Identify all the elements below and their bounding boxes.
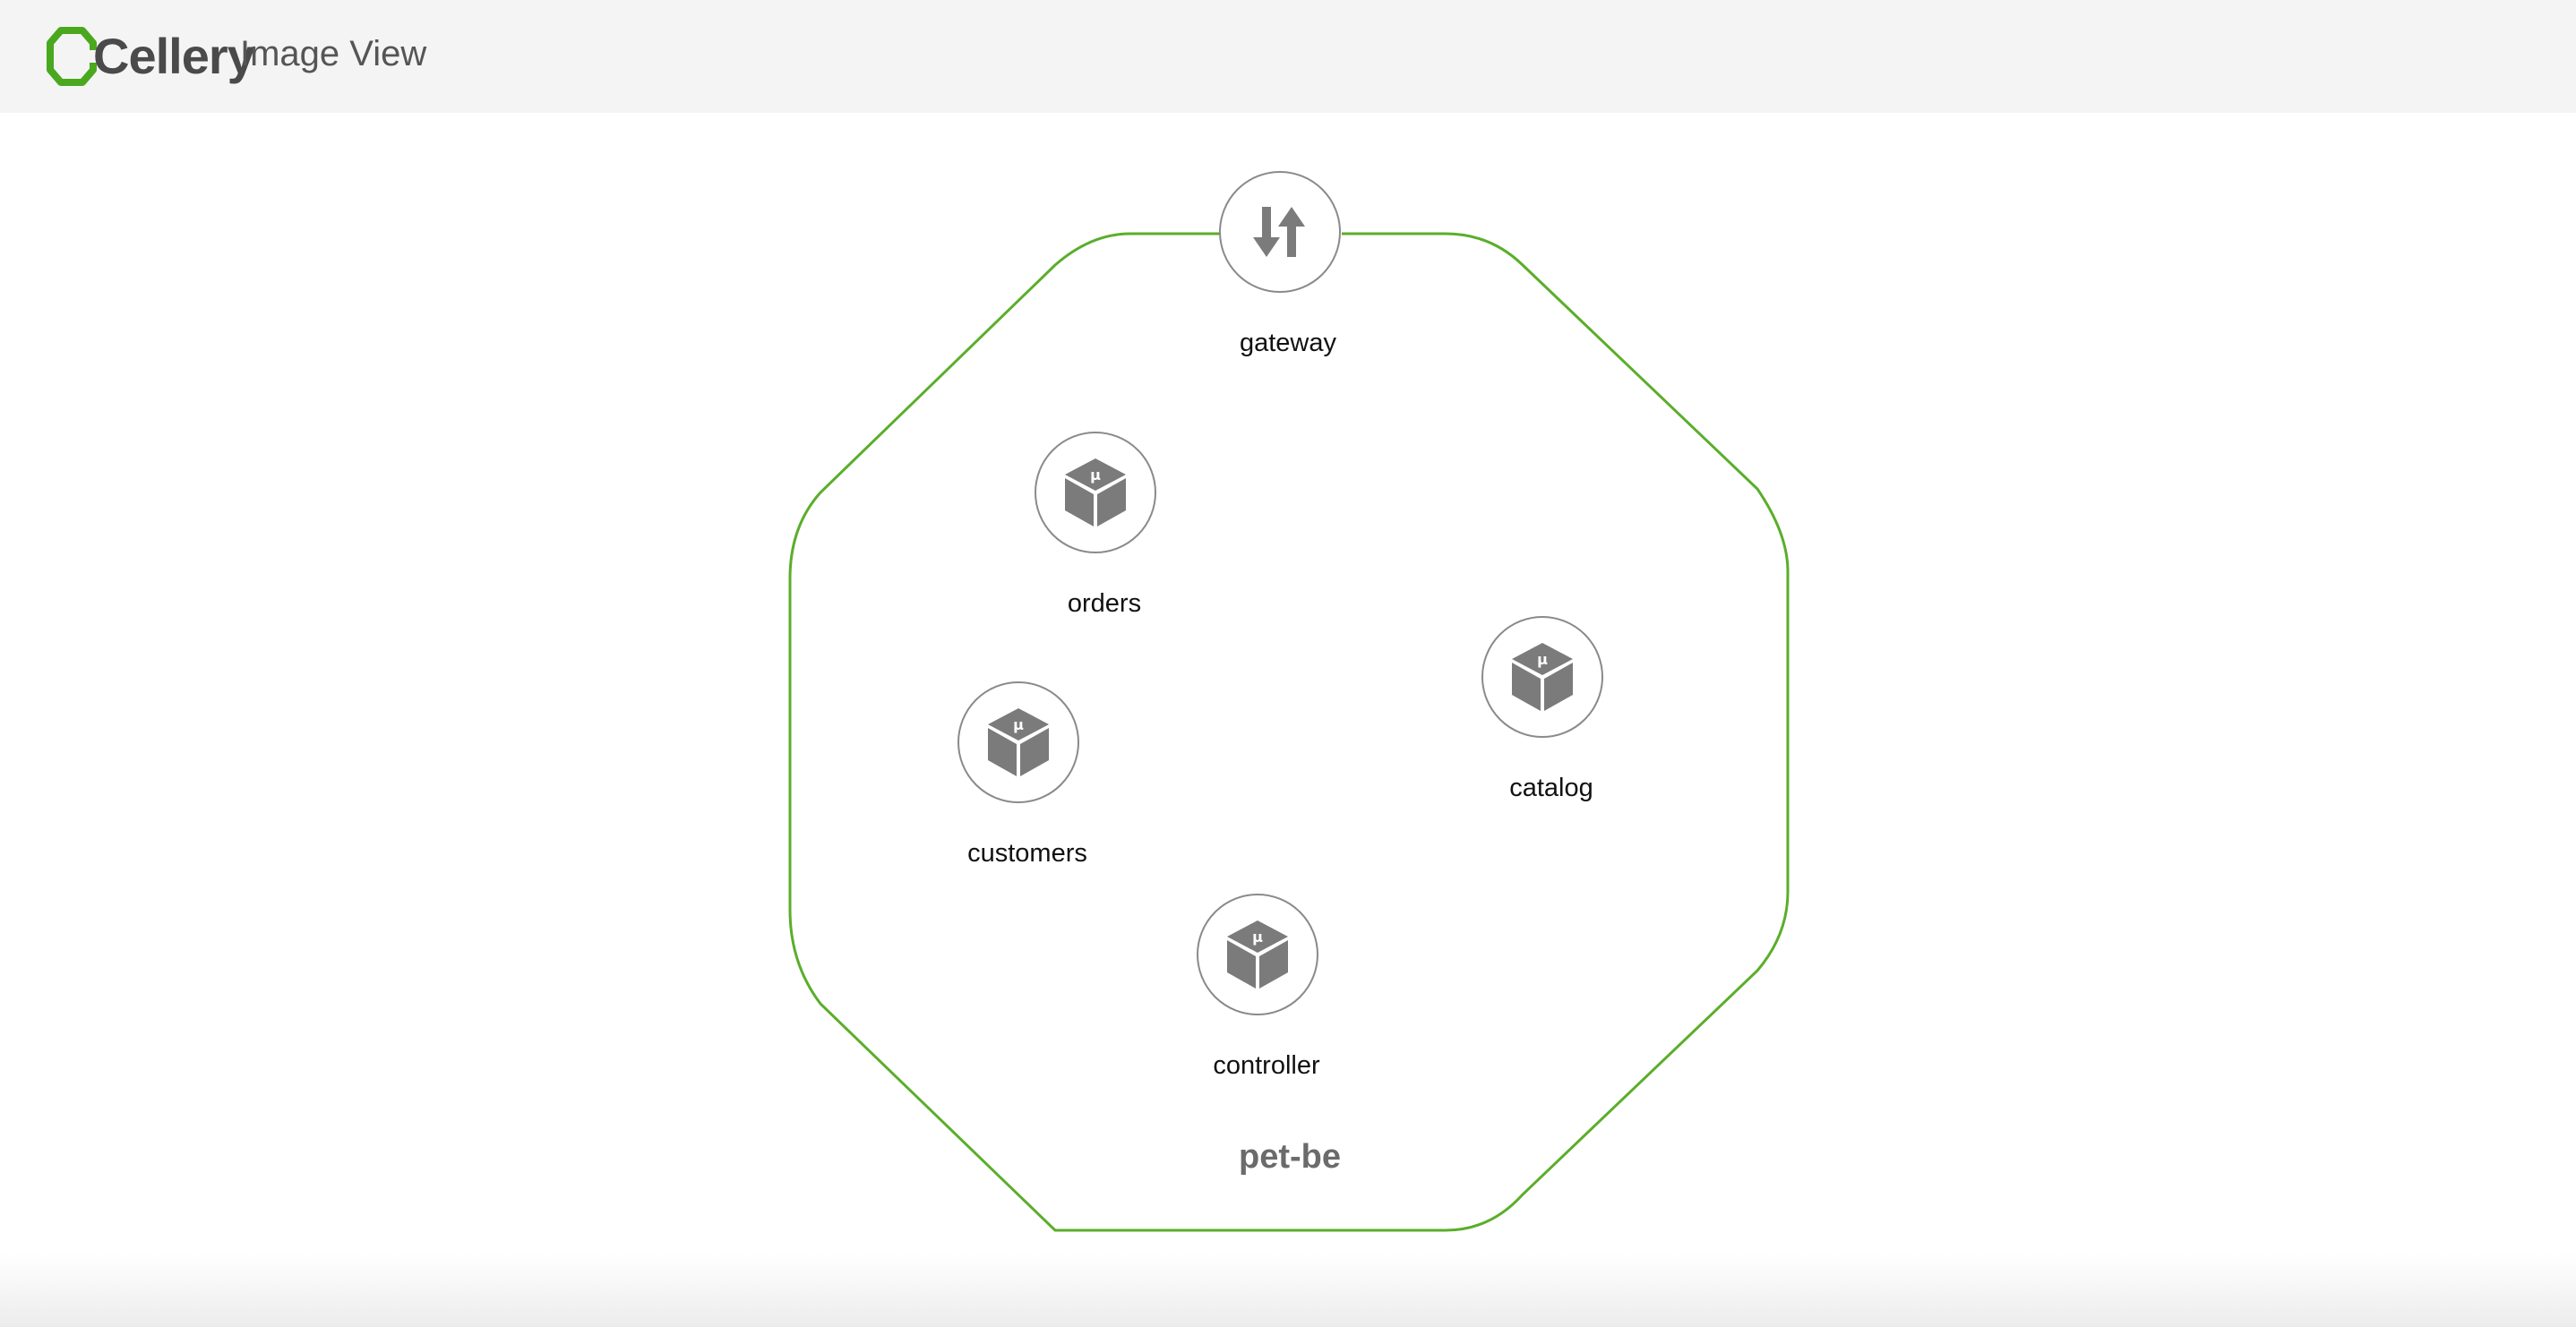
microservice-cube-icon: μ bbox=[1227, 920, 1288, 989]
cell-diagram-canvas: gateway μ orders μ catalog μ customers bbox=[0, 113, 2576, 1327]
svg-text:μ: μ bbox=[1252, 929, 1263, 946]
microservice-cube-icon: μ bbox=[1065, 458, 1126, 527]
component-node-orders[interactable]: μ bbox=[1035, 432, 1156, 553]
cell-boundary bbox=[788, 232, 1790, 1232]
component-label-customers: customers bbox=[967, 839, 1087, 868]
component-node-catalog[interactable]: μ bbox=[1481, 616, 1603, 738]
component-label-catalog: catalog bbox=[1509, 774, 1593, 802]
cell-name-label: pet-be bbox=[1239, 1138, 1341, 1176]
svg-text:μ: μ bbox=[1537, 651, 1548, 668]
gateway-label: gateway bbox=[1239, 329, 1336, 357]
gateway-arrows-icon bbox=[1253, 207, 1305, 257]
component-label-controller: controller bbox=[1213, 1051, 1320, 1080]
microservice-cube-icon: μ bbox=[1512, 643, 1573, 711]
cellery-logo-icon bbox=[47, 27, 97, 86]
svg-text:μ: μ bbox=[1090, 467, 1101, 484]
app-header: Cellery Image View bbox=[0, 0, 2576, 113]
logo-text: Cellery bbox=[93, 28, 255, 84]
component-label-orders: orders bbox=[1067, 589, 1142, 618]
component-node-customers[interactable]: μ bbox=[957, 681, 1079, 803]
svg-text:μ: μ bbox=[1013, 716, 1024, 733]
page-title: Image View bbox=[240, 34, 427, 73]
gateway-node[interactable] bbox=[1219, 171, 1341, 293]
bottom-shadow bbox=[0, 1254, 2576, 1327]
microservice-cube-icon: μ bbox=[988, 708, 1049, 776]
component-node-controller[interactable]: μ bbox=[1197, 894, 1318, 1015]
cellery-logo[interactable]: Cellery bbox=[43, 25, 255, 88]
